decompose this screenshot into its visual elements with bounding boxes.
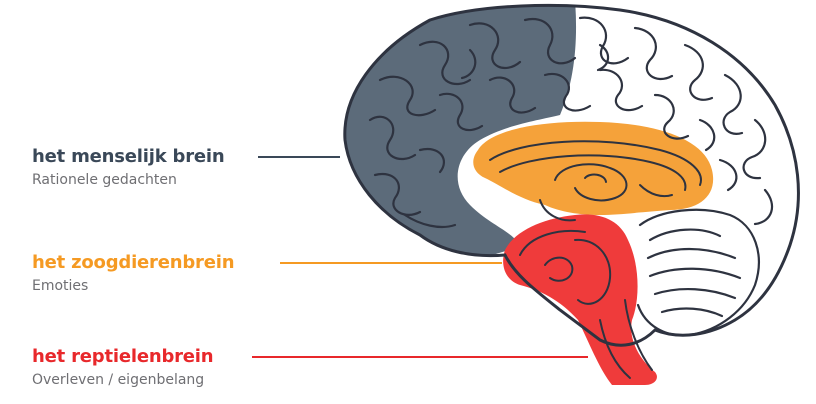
reptilian-title: het reptielenbrein — [32, 346, 214, 367]
brain-folds — [368, 16, 774, 229]
label-limbic: het zoogdierenbrein Emoties — [32, 252, 235, 295]
limbic-subtitle: Emoties — [32, 278, 89, 294]
reptilian-region — [503, 214, 657, 385]
label-reptilian: het reptielenbrein Overleven / eigenbela… — [32, 346, 214, 389]
label-neocortex: het menselijk brein Rationele gedachten — [32, 146, 225, 189]
brain-outline — [343, 3, 800, 347]
limbic-detail — [489, 140, 702, 222]
limbic-leader-line — [280, 262, 502, 264]
brainstem-detail — [519, 229, 653, 379]
neocortex-leader-line — [258, 156, 340, 158]
reptilian-leader-line — [252, 356, 588, 358]
reptilian-subtitle: Overleven / eigenbelang — [32, 372, 205, 388]
neocortex-subtitle: Rationele gedachten — [32, 172, 177, 188]
neocortex-title: het menselijk brein — [32, 146, 225, 167]
limbic-title: het zoogdierenbrein — [32, 252, 235, 273]
neocortex-region — [344, 5, 577, 261]
